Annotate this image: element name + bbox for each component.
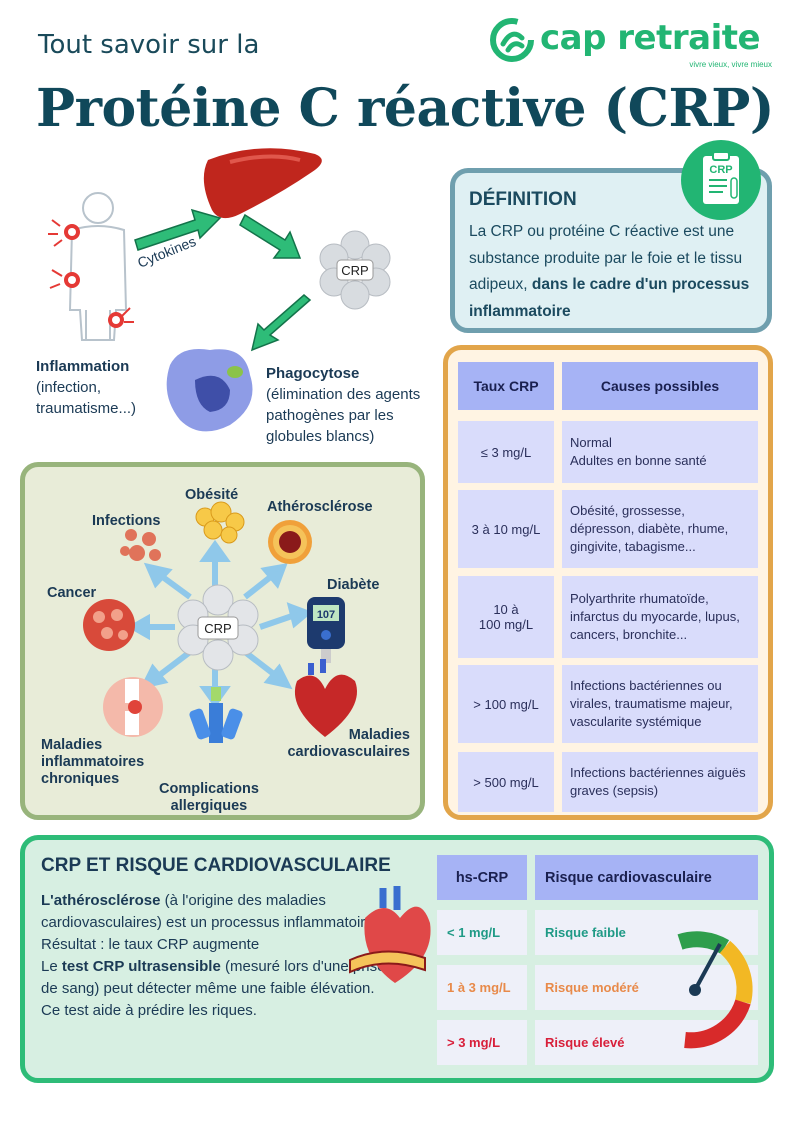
label-maladies-cardiovasculaires: Maladies cardiovasculaires xyxy=(287,727,410,760)
table-cell-level: > 100 mg/L xyxy=(458,665,554,743)
phagocyte-icon xyxy=(166,349,253,432)
risk-p2: Résultat : le taux CRP augmente xyxy=(41,936,260,953)
table-cell-level: 10 à 100 mg/L xyxy=(458,576,554,658)
clipboard-label: CRP xyxy=(709,164,732,176)
risk-p3-bold: test CRP ultrasensible xyxy=(61,958,221,975)
label-diabete: Diabète xyxy=(327,577,380,593)
arrow-icon xyxy=(134,208,312,352)
risk-table-risk: Risque élevé xyxy=(535,1020,758,1065)
risk-table-risk: Risque modéré xyxy=(535,965,758,1010)
inflammation-label: Inflammation (infection, traumatisme...) xyxy=(36,356,156,419)
logo[interactable]: cap retraite vivre vieux, vivre mieux xyxy=(490,18,780,78)
definition-text-plain: La CRP ou protéine C réactive est une su… xyxy=(469,223,743,293)
risk-p4: Ce test aide à prédire les riques. xyxy=(41,1002,257,1019)
logo-name: cap retraite xyxy=(540,18,761,58)
virus-icon xyxy=(120,529,161,561)
cancer-cells-icon xyxy=(83,599,135,651)
crp-molecule-icon xyxy=(319,230,391,310)
label-maladies-inflammatoires: Maladies inflammatoires chroniques xyxy=(41,737,145,787)
risk-p1-bold: L'athérosclérose xyxy=(41,892,161,909)
heart-icon xyxy=(294,659,357,737)
inflammation-point-icon xyxy=(48,219,134,328)
table-cell-causes: Obésité, grossesse, dépresson, diabète, … xyxy=(562,490,758,568)
risk-title: CRP ET RISQUE CARDIOVASCULAIRE xyxy=(41,855,391,876)
label-infections: Infections xyxy=(92,513,161,529)
risk-table-header-risque: Risque cardiovasculaire xyxy=(535,855,758,900)
page-title: Protéine C réactive (CRP) xyxy=(36,78,774,139)
definition-title: DÉFINITION xyxy=(469,189,577,210)
liver-icon xyxy=(203,148,322,219)
table-cell-causes: Polyarthrite rhumatoïde, infarctus du my… xyxy=(562,576,758,658)
crp-center-label: CRP xyxy=(204,621,231,636)
cap-retraite-logo-icon xyxy=(490,18,534,62)
fat-cells-icon xyxy=(195,501,245,544)
glucometer-icon xyxy=(307,597,345,663)
table-cell-causes: Infections bactériennes aiguës graves (s… xyxy=(562,752,758,812)
label-cancer: Cancer xyxy=(47,585,97,601)
artery-icon xyxy=(268,520,312,564)
risk-p3-rest: (mesuré lors d'une prise de sang) peut d… xyxy=(41,958,386,997)
label-atherosclerose: Athérosclérose xyxy=(267,499,373,515)
table-cell-causes: Normal Adultes en bonne santé xyxy=(562,421,758,483)
risk-table-level: 1 à 3 mg/L xyxy=(437,965,527,1010)
antibody-icon xyxy=(189,687,243,743)
table-header-taux: Taux CRP xyxy=(458,362,554,410)
table-cell-level: 3 à 10 mg/L xyxy=(458,490,554,568)
phagocytose-detail: (élimination des agents pathogènes par l… xyxy=(266,386,421,445)
risk-table-level: < 1 mg/L xyxy=(437,910,527,955)
human-body-icon xyxy=(68,192,128,341)
logo-tagline: vivre vieux, vivre mieux xyxy=(689,60,772,69)
risk-table-header-hscrp: hs-CRP xyxy=(437,855,527,900)
risk-table-level: > 3 mg/L xyxy=(437,1020,527,1065)
heart-artery-icon xyxy=(349,886,431,983)
phagocytose-title: Phagocytose xyxy=(266,365,360,382)
page-subtitle: Tout savoir sur la xyxy=(38,30,260,60)
definition-text-bold: dans le cadre d'un processus inflammatoi… xyxy=(469,276,750,320)
joint-icon xyxy=(103,677,163,737)
definition-text: La CRP ou protéine C réactive est une su… xyxy=(469,219,759,325)
table-cell-level: > 500 mg/L xyxy=(458,752,554,812)
inflammation-diagram: Cytokines CRP xyxy=(48,148,391,432)
crp-label: CRP xyxy=(341,263,368,278)
crp-levels-box: Taux CRP Causes possibles ≤ 3 mg/L Norma… xyxy=(443,345,773,820)
inflammation-title: Inflammation xyxy=(36,358,130,375)
table-cell-causes: Infections bactériennes ou virales, trau… xyxy=(562,665,758,743)
glucometer-value: 107 xyxy=(317,609,335,621)
arrow-icon xyxy=(126,539,313,709)
label-complications-allergiques: Complications allergiques xyxy=(159,781,259,814)
risk-text: L'athérosclérose (à l'origine des maladi… xyxy=(41,890,391,1022)
table-cell-level: ≤ 3 mg/L xyxy=(458,421,554,483)
risk-p3-pre: Le xyxy=(41,958,62,975)
clipboard-crp-icon: CRP xyxy=(681,140,761,220)
inflammation-detail: (infection, traumatisme...) xyxy=(36,379,137,417)
risk-gauge-icon xyxy=(677,931,753,1049)
phagocytose-label: Phagocytose (élimination des agents path… xyxy=(266,363,426,447)
related-diseases-box: CRP 107 xyxy=(20,462,425,820)
crp-molecule-icon xyxy=(177,584,259,671)
label-obesite: Obésité xyxy=(185,487,239,503)
table-header-causes: Causes possibles xyxy=(562,362,758,410)
risk-p1-rest: (à l'origine des maladies cardiovasculai… xyxy=(41,892,378,931)
cardiovascular-risk-box: CRP ET RISQUE CARDIOVASCULAIRE L'athéros… xyxy=(20,835,774,1083)
